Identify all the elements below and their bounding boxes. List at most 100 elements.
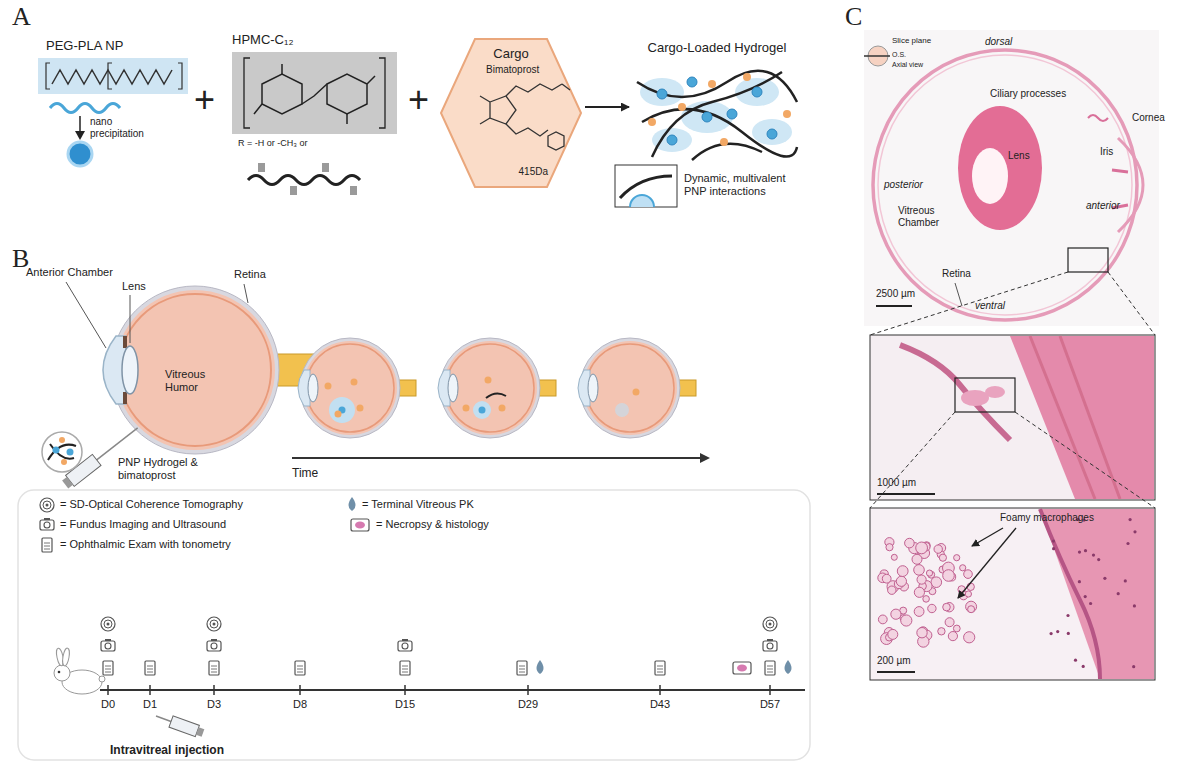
drug-dot	[708, 80, 716, 88]
annotation-label: ventral	[975, 300, 1005, 312]
hydrogel-node: Cargo-Loaded Hydrogel	[632, 40, 802, 162]
macrophage-cell	[966, 601, 977, 612]
oct-icon	[46, 504, 49, 507]
art-circle	[42, 432, 82, 472]
camera-icon	[44, 518, 50, 520]
drug-dot	[351, 379, 358, 386]
drug-dot	[499, 405, 506, 412]
art-line	[244, 284, 248, 303]
node-shape	[632, 62, 802, 162]
day-label: D0	[101, 698, 115, 711]
annotation-label: Time	[292, 466, 318, 480]
oct-icon	[210, 620, 218, 628]
drug-dot	[633, 389, 640, 396]
polymer-chain	[486, 393, 506, 398]
drug-dot	[335, 411, 342, 418]
annotation-label: Vitreous Chamber	[898, 205, 953, 229]
annotation-label: Lens	[122, 280, 146, 293]
node-text: 415Da	[519, 166, 548, 178]
nucleus-dot	[1067, 632, 1070, 635]
nucleus-dot	[1066, 614, 1069, 617]
nucleus-dot	[1052, 547, 1055, 550]
eye-globe	[443, 341, 537, 435]
molecule-chain	[506, 84, 562, 96]
annotation-label: dorsal	[985, 36, 1012, 48]
day-label: D8	[293, 698, 307, 711]
macrophage-cell	[886, 544, 893, 551]
art-line	[958, 528, 1016, 598]
drug-dot	[648, 118, 656, 126]
art-circle	[115, 290, 275, 450]
drug-dot	[678, 103, 686, 111]
eye-globe	[303, 341, 397, 435]
nanoparticle-dot	[752, 87, 762, 97]
molecule-chain	[506, 124, 548, 136]
drug-dot	[463, 405, 470, 412]
nanoparticle-dot	[667, 135, 677, 145]
annotation-label: 2500 µm	[876, 288, 915, 300]
polymer-structure	[52, 70, 172, 84]
timeline-tick	[659, 685, 661, 695]
art-ellipse	[878, 55, 1132, 315]
oct-icon	[101, 617, 115, 631]
art-rect	[169, 716, 199, 737]
nucleus-dot	[1078, 580, 1081, 583]
art-circle	[67, 449, 74, 456]
macrophage-cell	[897, 566, 908, 577]
art-circle	[99, 676, 105, 682]
annotation-label: R = -H or -CH₃ or	[238, 138, 330, 149]
art-line	[156, 716, 171, 721]
hydrogel-depot	[615, 403, 629, 417]
clipboard-icon	[145, 661, 155, 675]
timeline-tick	[213, 685, 215, 695]
art-polygon	[1010, 336, 1154, 499]
macrophage-cell	[965, 591, 971, 597]
camera-icon	[44, 522, 50, 528]
art-ellipse	[873, 50, 1137, 320]
macrophage-cell	[938, 628, 945, 635]
art-path	[1040, 509, 1100, 679]
art-line	[97, 428, 138, 460]
gel-region	[681, 101, 733, 133]
art-rect	[123, 336, 127, 348]
nucleus-dot	[1052, 540, 1055, 543]
node-heading: PEG-PLA NP	[46, 38, 123, 54]
node-shape	[232, 52, 397, 134]
node-text: Bimatoprost	[486, 64, 539, 76]
camera-icon	[763, 641, 777, 651]
art-path	[50, 444, 74, 459]
art-path	[48, 445, 76, 460]
oct-icon	[207, 617, 221, 631]
oct-icon	[107, 623, 110, 626]
macrophage-cell	[914, 607, 924, 617]
art-rect	[123, 392, 127, 404]
nucleus-dot	[1084, 549, 1087, 552]
flow-arrow	[585, 106, 629, 108]
panel-letter: C	[845, 4, 862, 30]
nucleus-dot	[1117, 592, 1120, 595]
glucose-ring	[327, 74, 367, 114]
camera-icon	[211, 639, 217, 641]
nucleus-dot	[1056, 630, 1059, 633]
art-line	[870, 272, 1068, 335]
timeline-tick	[404, 685, 406, 695]
drug-dot	[743, 73, 751, 81]
art-rect	[290, 186, 297, 195]
camera-icon	[207, 641, 221, 651]
histology-icon	[355, 522, 365, 529]
art-ellipse	[985, 386, 1005, 398]
art-line	[955, 283, 962, 306]
legend-text: = Fundus Imaging and Ultrasound	[60, 518, 226, 531]
nucleus-dot	[1074, 659, 1077, 662]
eye-globe	[580, 338, 680, 438]
art-rect	[18, 490, 810, 760]
macrophage-cell	[945, 618, 954, 627]
macrophage-cell	[939, 554, 946, 561]
clipboard-icon	[655, 661, 665, 675]
macrophage-cell	[891, 609, 901, 619]
art-g	[298, 338, 696, 438]
timeline-tick	[527, 685, 529, 695]
art-line	[877, 671, 915, 673]
oct-icon	[40, 498, 54, 512]
oct-icon	[769, 623, 772, 626]
